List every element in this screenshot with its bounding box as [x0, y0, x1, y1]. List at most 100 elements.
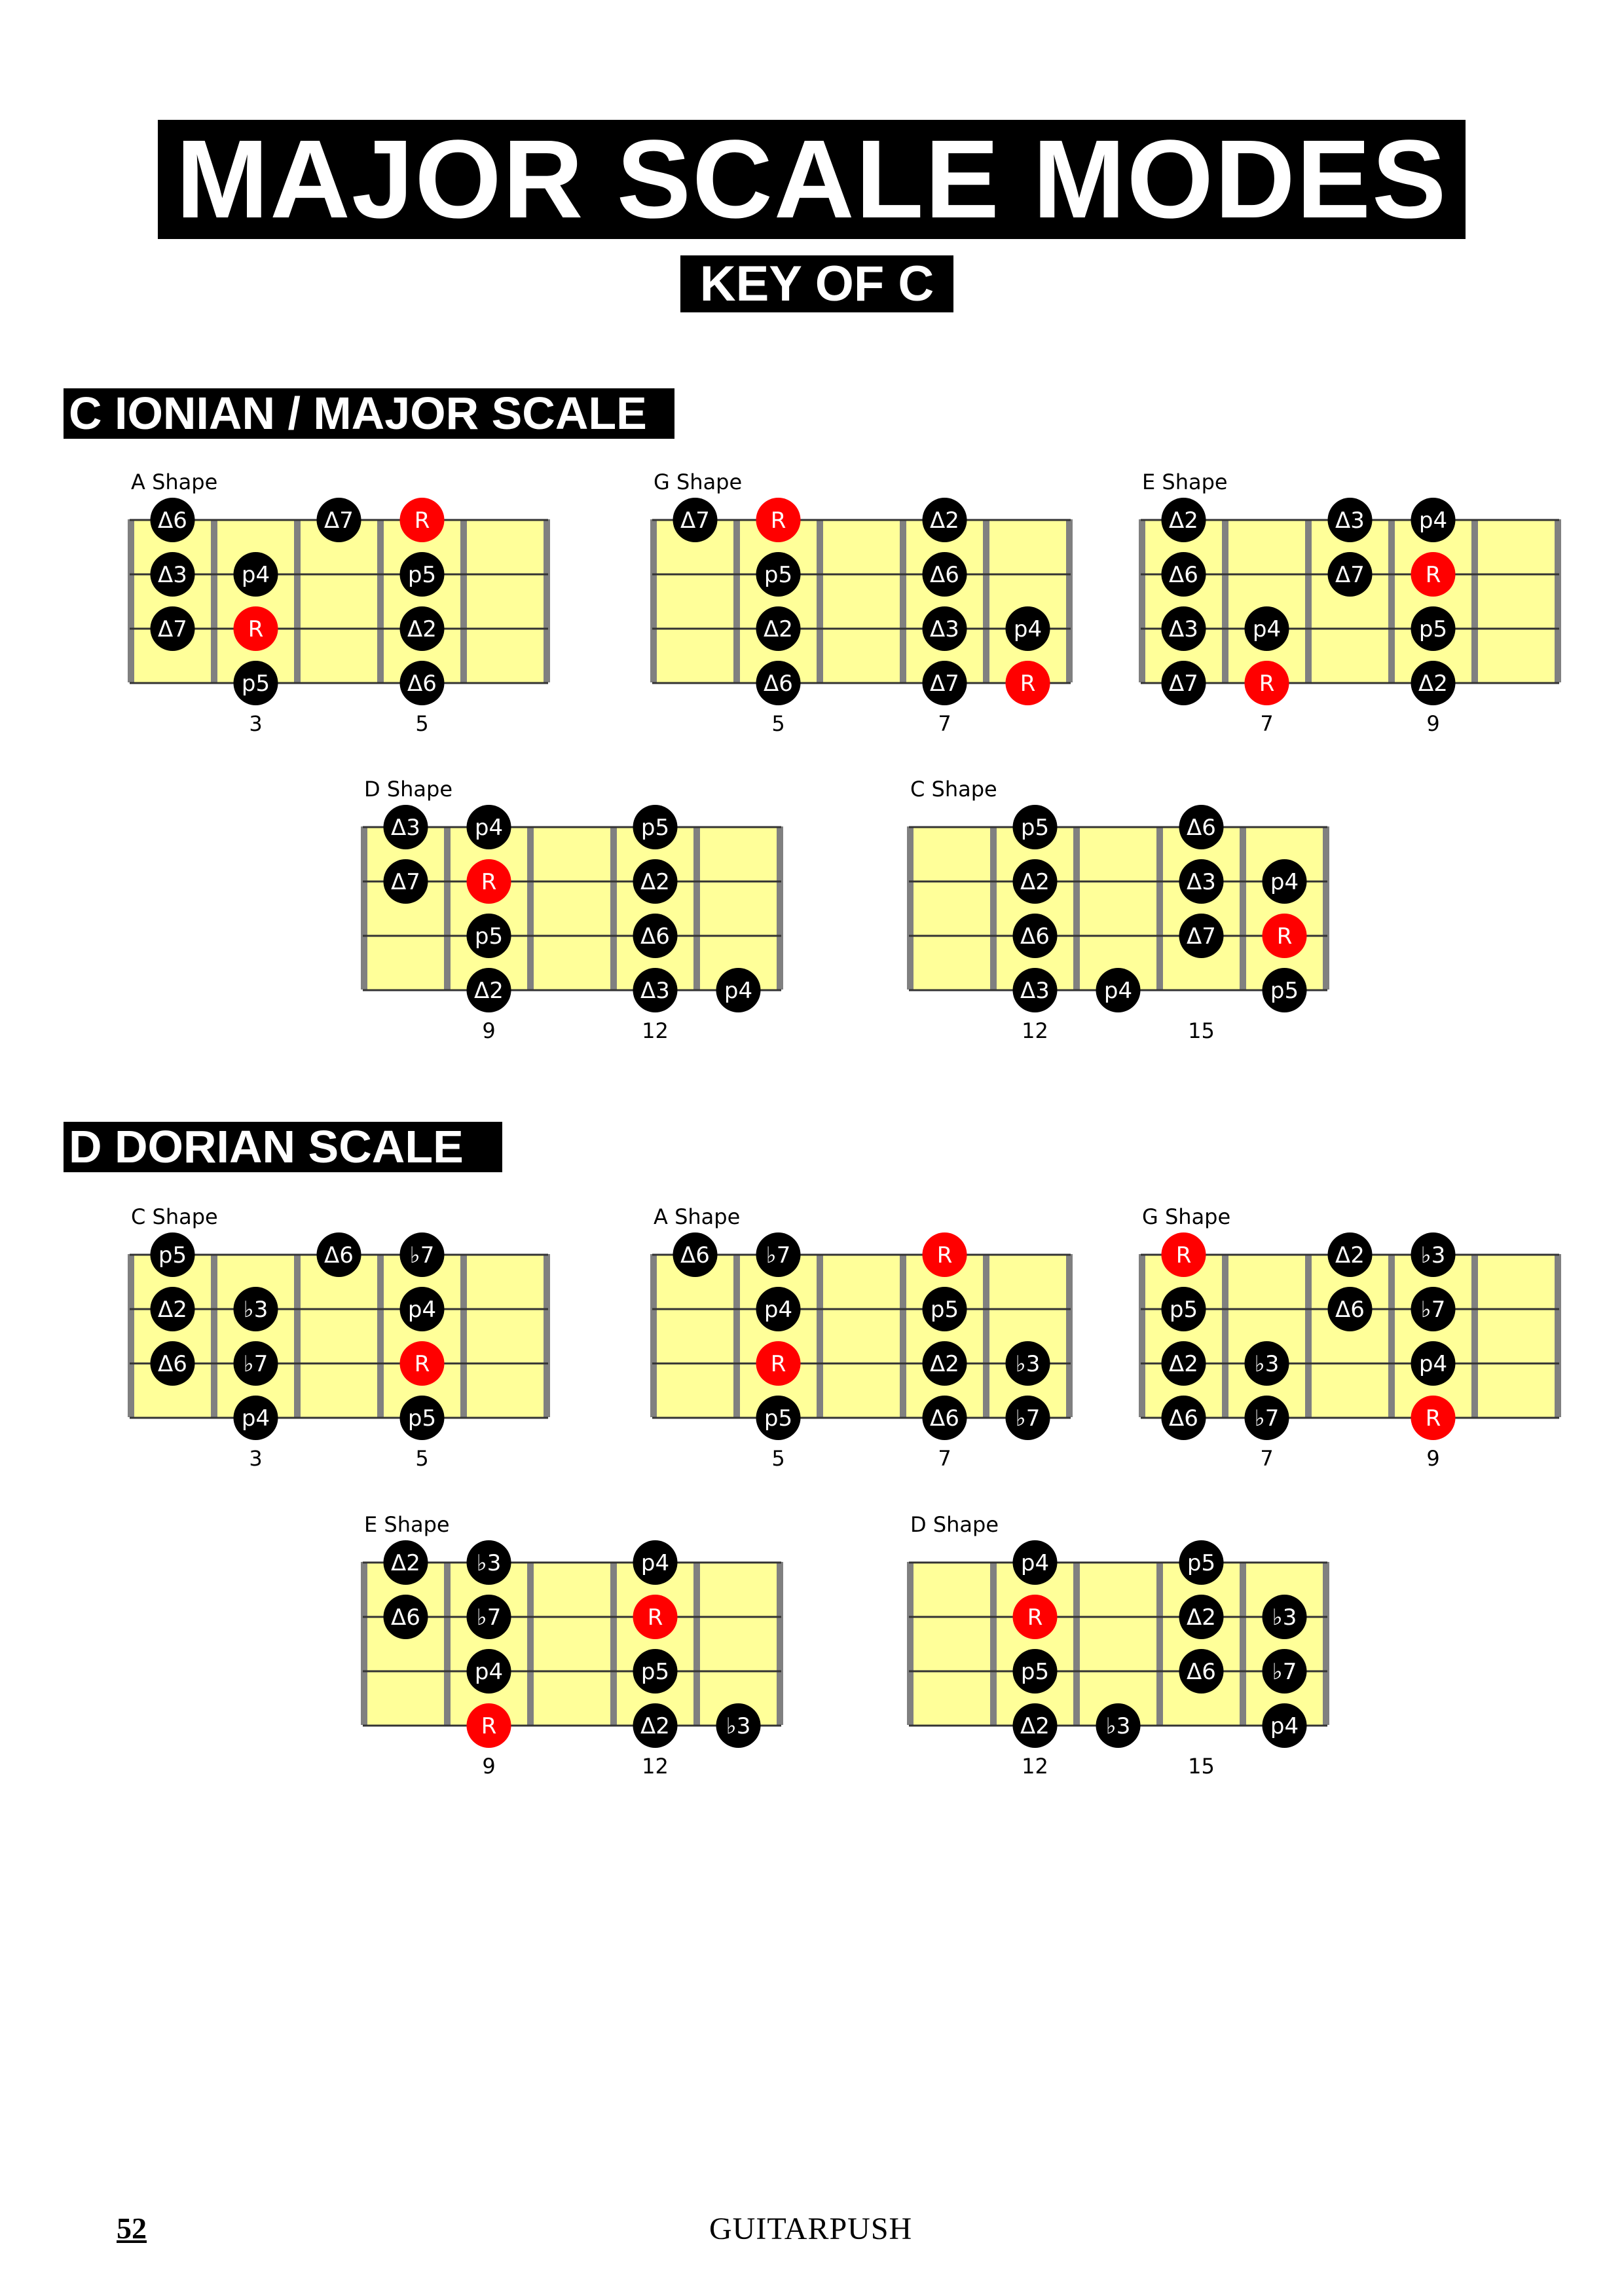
note-label: ♭3: [1272, 1604, 1297, 1631]
fret-number: 3: [249, 711, 263, 736]
note-label: R: [771, 1351, 786, 1377]
note-marker: Δ2: [1012, 859, 1058, 904]
note-label: R: [1426, 562, 1441, 588]
root-note-marker: R: [233, 606, 278, 651]
note-label: Δ7: [1335, 562, 1365, 588]
note-label: ♭7: [410, 1242, 435, 1268]
fret-line: [693, 1562, 700, 1725]
string-line: [130, 1308, 548, 1310]
fret-number: 15: [1188, 1754, 1215, 1779]
note-marker: p4: [1096, 968, 1141, 1012]
fret-line: [1066, 1254, 1073, 1417]
note-label: Δ6: [930, 1405, 959, 1432]
note-label: p5: [242, 671, 270, 697]
string-line: [363, 935, 781, 937]
note-marker: Δ3: [150, 552, 195, 597]
fretboard-background: [1142, 1254, 1558, 1417]
fret-line: [1305, 1254, 1312, 1417]
fret-line: [990, 826, 997, 990]
note-label: R: [1027, 1604, 1043, 1631]
fretboard-background: [364, 1562, 780, 1725]
fret-line: [907, 1562, 913, 1725]
string-line: [652, 627, 1071, 630]
note-label: Δ3: [158, 562, 187, 588]
root-note-marker: R: [1161, 1232, 1206, 1277]
fret-number: 7: [1260, 711, 1274, 736]
note-label: Δ3: [640, 978, 670, 1004]
note-marker: Δ6: [1327, 1287, 1373, 1331]
note-marker: Δ6: [673, 1232, 718, 1277]
note-label: Δ7: [1187, 923, 1216, 950]
fret-number: 5: [771, 1446, 785, 1471]
shape-label: A Shape: [654, 1204, 741, 1229]
note-label: Δ2: [474, 978, 504, 1004]
root-note-marker: R: [756, 498, 801, 542]
note-label: p4: [1014, 616, 1042, 642]
note-label: Δ6: [1169, 1405, 1198, 1432]
fret-line: [1073, 826, 1080, 990]
note-label: p4: [1270, 1713, 1299, 1739]
note-marker: p5: [233, 661, 278, 705]
fret-number: 7: [1260, 1446, 1274, 1471]
fret-line: [460, 1254, 467, 1417]
note-marker: ♭7: [399, 1232, 445, 1277]
note-label: Δ2: [1418, 671, 1448, 697]
note-marker: ♭3: [1244, 1341, 1289, 1386]
note-marker: Δ3: [1012, 968, 1058, 1012]
note-label: R: [648, 1604, 663, 1631]
note-label: ♭3: [477, 1550, 502, 1576]
note-label: Δ3: [391, 815, 420, 841]
note-label: p5: [475, 923, 503, 950]
string-line: [130, 682, 548, 684]
string-line: [130, 1416, 548, 1419]
fret-line: [1323, 826, 1329, 990]
fret-line: [610, 1562, 617, 1725]
note-label: p5: [641, 815, 669, 841]
fret-number: 12: [642, 1754, 669, 1779]
note-label: p4: [242, 1405, 270, 1432]
note-label: ♭7: [1272, 1659, 1297, 1685]
fret-line: [1066, 519, 1073, 682]
note-label: Δ6: [680, 1242, 710, 1268]
fret-line: [1222, 519, 1228, 682]
fret-line: [650, 1254, 657, 1417]
shape-label: C Shape: [910, 777, 997, 802]
fret-line: [900, 519, 906, 682]
fret-number: 7: [938, 711, 951, 736]
note-label: Δ2: [1335, 1242, 1365, 1268]
string-line: [130, 627, 548, 630]
note-label: Δ7: [930, 671, 959, 697]
note-label: Δ3: [930, 616, 959, 642]
note-marker: Δ2: [1411, 661, 1456, 705]
fret-line: [527, 1562, 534, 1725]
note-label: p4: [1419, 1351, 1447, 1377]
note-label: ♭3: [1016, 1351, 1041, 1377]
note-marker: Δ6: [1161, 552, 1206, 597]
fret-line: [1388, 1254, 1395, 1417]
note-label: ♭3: [1255, 1351, 1280, 1377]
fret-line: [444, 1562, 451, 1725]
note-label: p5: [764, 1405, 792, 1432]
string-line: [652, 519, 1071, 521]
shape-label: C Shape: [131, 1204, 218, 1229]
note-marker: Δ7: [1179, 914, 1224, 958]
note-marker: p4: [1411, 498, 1456, 542]
shape-label: G Shape: [654, 470, 743, 494]
string-line: [363, 1724, 781, 1727]
note-marker: Δ3: [1179, 859, 1224, 904]
fret-number: 5: [415, 1446, 429, 1471]
note-label: Δ3: [1187, 869, 1216, 895]
root-note-marker: R: [466, 1703, 511, 1748]
note-label: Δ3: [1335, 508, 1365, 534]
fret-line: [1156, 826, 1163, 990]
note-label: ♭7: [766, 1242, 791, 1268]
note-marker: p5: [1262, 968, 1307, 1012]
note-marker: ♭3: [1005, 1341, 1050, 1386]
note-marker: Δ2: [633, 1703, 678, 1748]
fret-line: [128, 519, 134, 682]
note-marker: Δ2: [150, 1287, 195, 1331]
fretboard-background: [910, 826, 1326, 990]
note-label: Δ2: [1169, 1351, 1198, 1377]
note-marker: Δ6: [1179, 1649, 1224, 1694]
